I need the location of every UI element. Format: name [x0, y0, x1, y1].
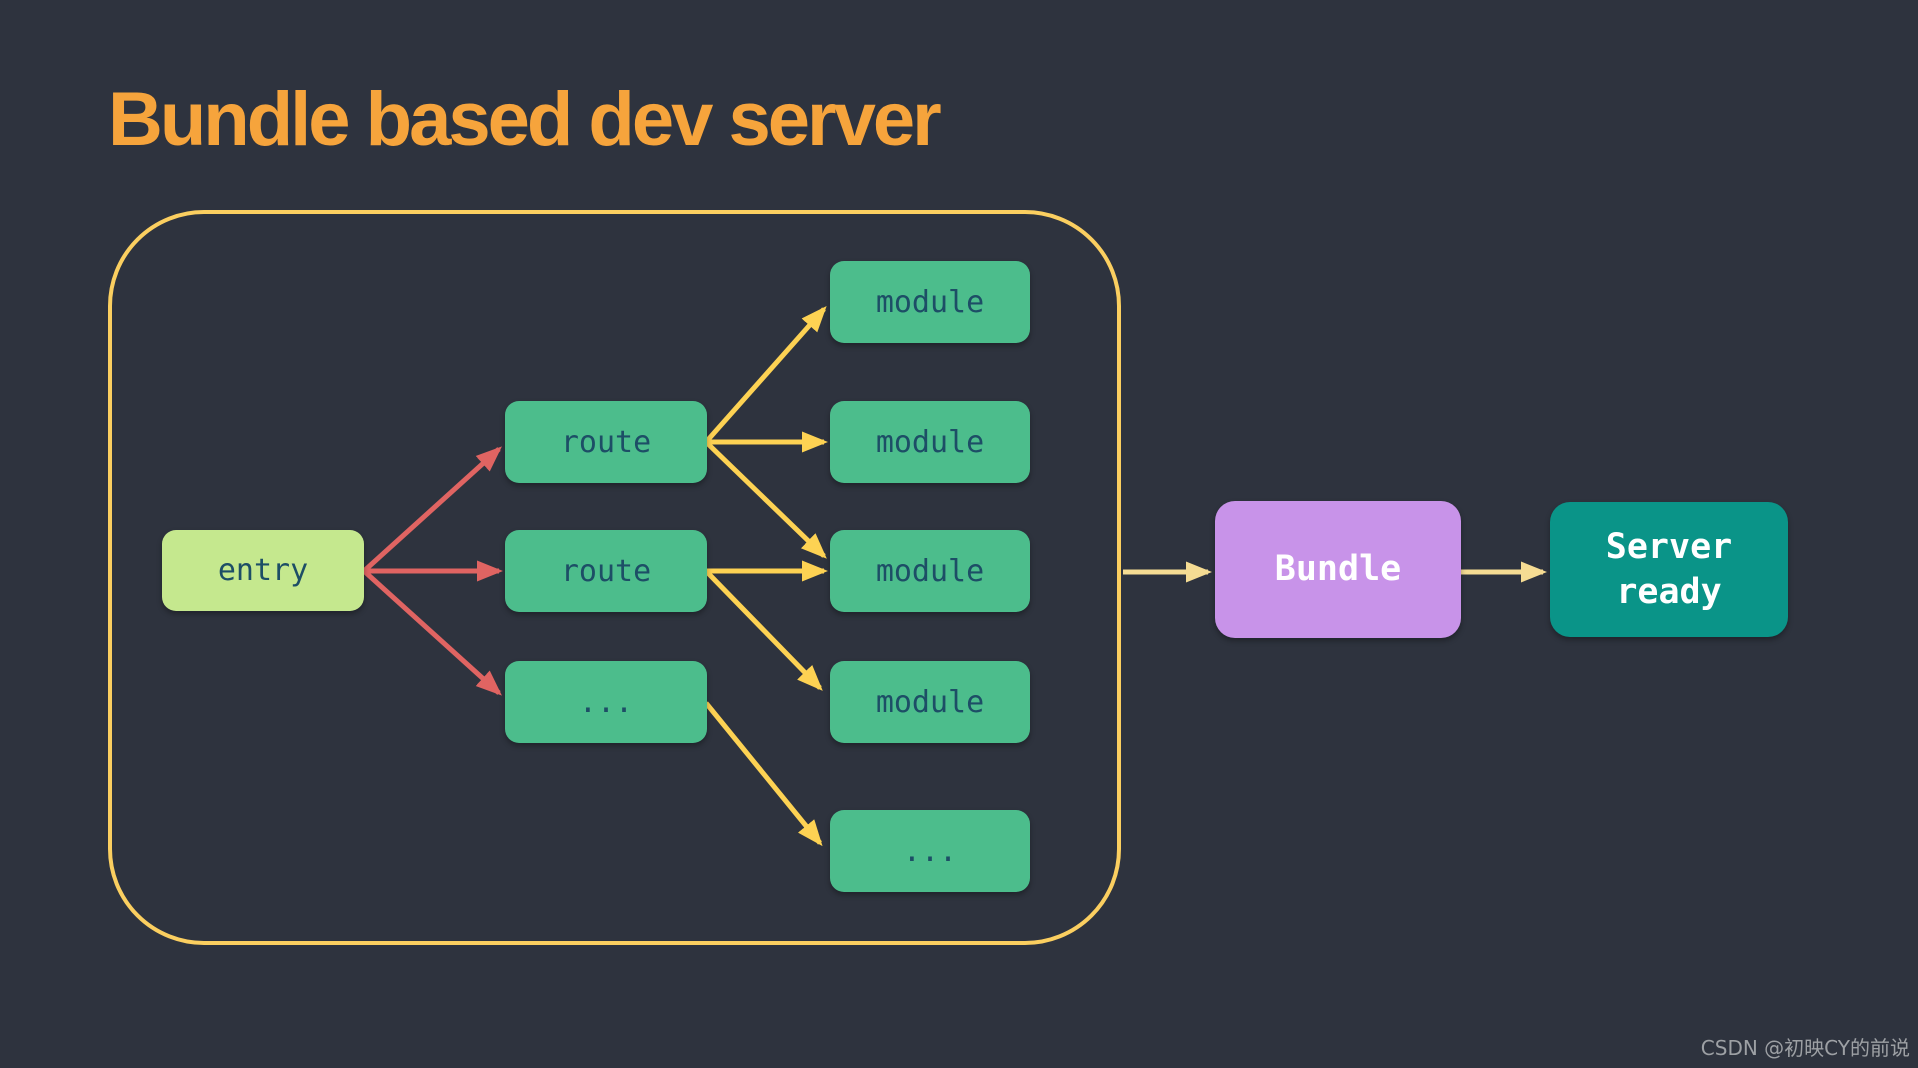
node-route-middle: route [505, 530, 707, 612]
node-module-4-label: module [875, 684, 985, 720]
dev-server-boundary [108, 210, 1121, 945]
node-route-top-label: route [560, 424, 652, 460]
node-module-1: module [830, 261, 1030, 343]
node-module-3-label: module [875, 553, 985, 589]
node-module-2-label: module [875, 424, 985, 460]
node-route-middle-label: route [560, 553, 652, 589]
watermark: CSDN @初映CY的前说 [1700, 1036, 1910, 1060]
node-route-top: route [505, 401, 707, 483]
page-title: Bundle based dev server [108, 77, 942, 162]
node-module-more: ... [830, 810, 1030, 892]
node-module-2: module [830, 401, 1030, 483]
node-route-more: ... [505, 661, 707, 743]
node-server-ready-label: Server ready [1605, 526, 1733, 612]
node-entry: entry [162, 530, 364, 611]
node-module-3: module [830, 530, 1030, 612]
node-server-ready: Server ready [1550, 502, 1788, 637]
node-bundle-label: Bundle [1274, 549, 1402, 590]
node-module-4: module [830, 661, 1030, 743]
node-module-1-label: module [875, 284, 985, 320]
node-module-more-label: ... [902, 833, 958, 869]
node-bundle: Bundle [1215, 501, 1461, 638]
node-entry-label: entry [217, 553, 309, 588]
node-route-more-label: ... [578, 684, 634, 720]
